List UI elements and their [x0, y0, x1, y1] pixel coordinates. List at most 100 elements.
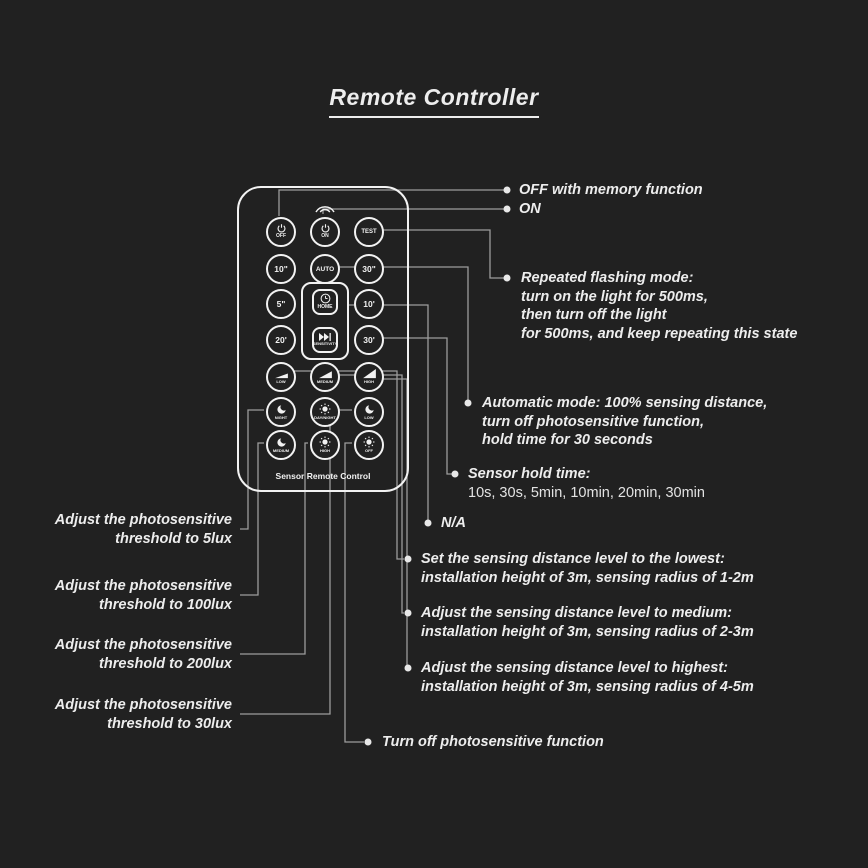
moon-icon: [364, 405, 374, 414]
annotation-distance-medium: Adjust the sensing distance level to med…: [421, 604, 754, 641]
time-30m-button[interactable]: 30': [354, 325, 384, 355]
time-10m-button[interactable]: 10': [354, 289, 384, 319]
day-night-button[interactable]: DAY/NIGHT: [310, 397, 340, 427]
annotation-line: Adjust the photosensitive: [54, 578, 232, 594]
annotation-line: installation height of 3m, sensing radiu…: [421, 569, 754, 586]
clock-icon: [320, 293, 330, 304]
annotation-line: for 500ms, and keep repeating this state: [521, 325, 798, 342]
lux-low-button-label: LOW: [364, 414, 374, 420]
lux-high-button-label: HIGH: [320, 448, 330, 454]
annotation-dots: [364, 186, 511, 746]
ramp-low-icon: [274, 373, 288, 379]
home-button-label: HOME: [317, 304, 333, 311]
time-30s-button[interactable]: 30": [354, 254, 384, 284]
ramp-medium-icon: [318, 371, 332, 379]
day-night-button-label: DAY/NIGHT: [314, 415, 336, 421]
test-button[interactable]: TEST: [354, 217, 384, 247]
line-photo-off: [344, 442, 364, 743]
time-30s-label: 30": [362, 264, 376, 274]
annotation-off-memory: OFF with memory function: [519, 181, 703, 200]
line-lux-30: [240, 409, 352, 715]
sensitivity-button[interactable]: SENSITIVITY: [312, 327, 338, 353]
annotation-line: Adjust the sensing distance level to med…: [421, 605, 733, 621]
sensitivity-button-label: SENSITIVITY: [312, 341, 338, 347]
distance-high-button[interactable]: HIGH: [354, 362, 384, 392]
time-20m-label: 20': [275, 335, 287, 345]
signal-arcs-icon: [315, 206, 335, 213]
annotation-line: installation height of 3m, sensing radiu…: [421, 623, 754, 640]
annotation-line: Adjust the photosensitive: [54, 512, 232, 528]
line-on: [322, 208, 507, 214]
line-test: [382, 229, 507, 279]
auto-button-label: AUTO: [315, 265, 335, 273]
annotation-distance-low: Set the sensing distance level to the lo…: [421, 550, 754, 587]
annotation-line: Adjust the sensing distance level to hig…: [421, 660, 728, 676]
annotation-lux-100: Adjust the photosensitive threshold to 1…: [55, 577, 232, 614]
page-title: Remote Controller: [329, 84, 539, 118]
distance-low-button[interactable]: LOW: [266, 362, 296, 392]
remote-controller: OFF ON TEST 10" AUTO 30" 5" HOME 10': [237, 186, 409, 492]
lux-high-button[interactable]: HIGH: [310, 430, 340, 460]
on-button[interactable]: ON: [310, 217, 340, 247]
annotation-line: threshold to 30lux: [107, 715, 232, 732]
test-button-label: TEST: [361, 229, 377, 235]
header: Remote Controller: [0, 84, 868, 118]
auto-button[interactable]: AUTO: [310, 254, 340, 284]
annotation-line: Adjust the photosensitive: [54, 697, 232, 713]
photo-off-button[interactable]: OFF: [354, 430, 384, 460]
night-button[interactable]: NIGHT: [266, 397, 296, 427]
annotation-line: Repeated flashing mode:: [521, 270, 694, 286]
annotation-line: Automatic mode: 100% sensing distance,: [482, 395, 768, 411]
distance-high-label: HIGH: [364, 379, 374, 385]
off-button[interactable]: OFF: [266, 217, 296, 247]
distance-medium-button[interactable]: MEDIUM: [310, 362, 340, 392]
annotation-line: threshold to 5lux: [115, 530, 232, 547]
line-off: [278, 189, 507, 216]
annotation-line: Adjust the photosensitive: [54, 637, 232, 653]
ramp-high-icon: [362, 369, 376, 379]
annotation-line: then turn off the light: [521, 307, 667, 323]
annotation-line: N/A: [441, 515, 466, 531]
photo-off-button-label: OFF: [365, 448, 373, 454]
distance-medium-label: MEDIUM: [316, 379, 334, 385]
time-10m-label: 10': [363, 299, 375, 309]
moon-icon: [276, 405, 286, 414]
annotation-line: hold time for 30 seconds: [482, 432, 653, 448]
time-5-label: 5": [276, 299, 286, 309]
remote-footer-label: Sensor Remote Control: [275, 471, 371, 481]
annotation-photo-off: Turn off photosensitive function: [382, 733, 604, 752]
home-sensitivity-group: [301, 282, 349, 360]
home-button[interactable]: HOME: [312, 289, 338, 315]
annotation-line: ON: [519, 201, 541, 217]
sun-icon: [319, 403, 331, 415]
lux-medium-button[interactable]: MEDIUM: [266, 430, 296, 460]
line-lux-200: [240, 442, 308, 655]
annotation-line: turn on the light for 500ms,: [521, 288, 708, 305]
distance-low-label: LOW: [276, 379, 286, 385]
annotation-line: threshold to 200lux: [99, 655, 232, 672]
lux-low-button[interactable]: LOW: [354, 397, 384, 427]
annotation-lux-200: Adjust the photosensitive threshold to 2…: [55, 636, 232, 673]
annotation-title: Sensor hold time:: [468, 466, 591, 482]
annotation-line: Set the sensing distance level to the lo…: [421, 551, 725, 567]
sun-icon: [319, 436, 331, 448]
lux-medium-button-label: MEDIUM: [272, 447, 290, 453]
moon-icon: [276, 438, 286, 447]
power-icon: [277, 224, 285, 233]
annotation-values: 10s, 30s, 5min, 10min, 20min, 30min: [468, 484, 705, 501]
line-lux-100: [240, 442, 264, 596]
on-button-label: ON: [321, 233, 329, 240]
annotation-line: installation height of 3m, sensing radiu…: [421, 678, 754, 695]
fast-forward-icon: [319, 333, 331, 342]
annotation-flashing-mode: Repeated flashing mode: turn on the ligh…: [521, 269, 797, 343]
time-5-button[interactable]: 5": [266, 289, 296, 319]
night-button-label: NIGHT: [274, 414, 288, 420]
time-20m-button[interactable]: 20': [266, 325, 296, 355]
annotation-line: Turn off photosensitive function: [382, 734, 604, 750]
annotation-lux-30: Adjust the photosensitive threshold to 3…: [55, 696, 232, 733]
annotation-na: N/A: [441, 514, 466, 533]
time-10s-label: 10": [274, 264, 288, 274]
annotation-on: ON: [519, 200, 541, 219]
annotation-line: turn off photosensitive function,: [482, 413, 705, 430]
time-10s-button[interactable]: 10": [266, 254, 296, 284]
